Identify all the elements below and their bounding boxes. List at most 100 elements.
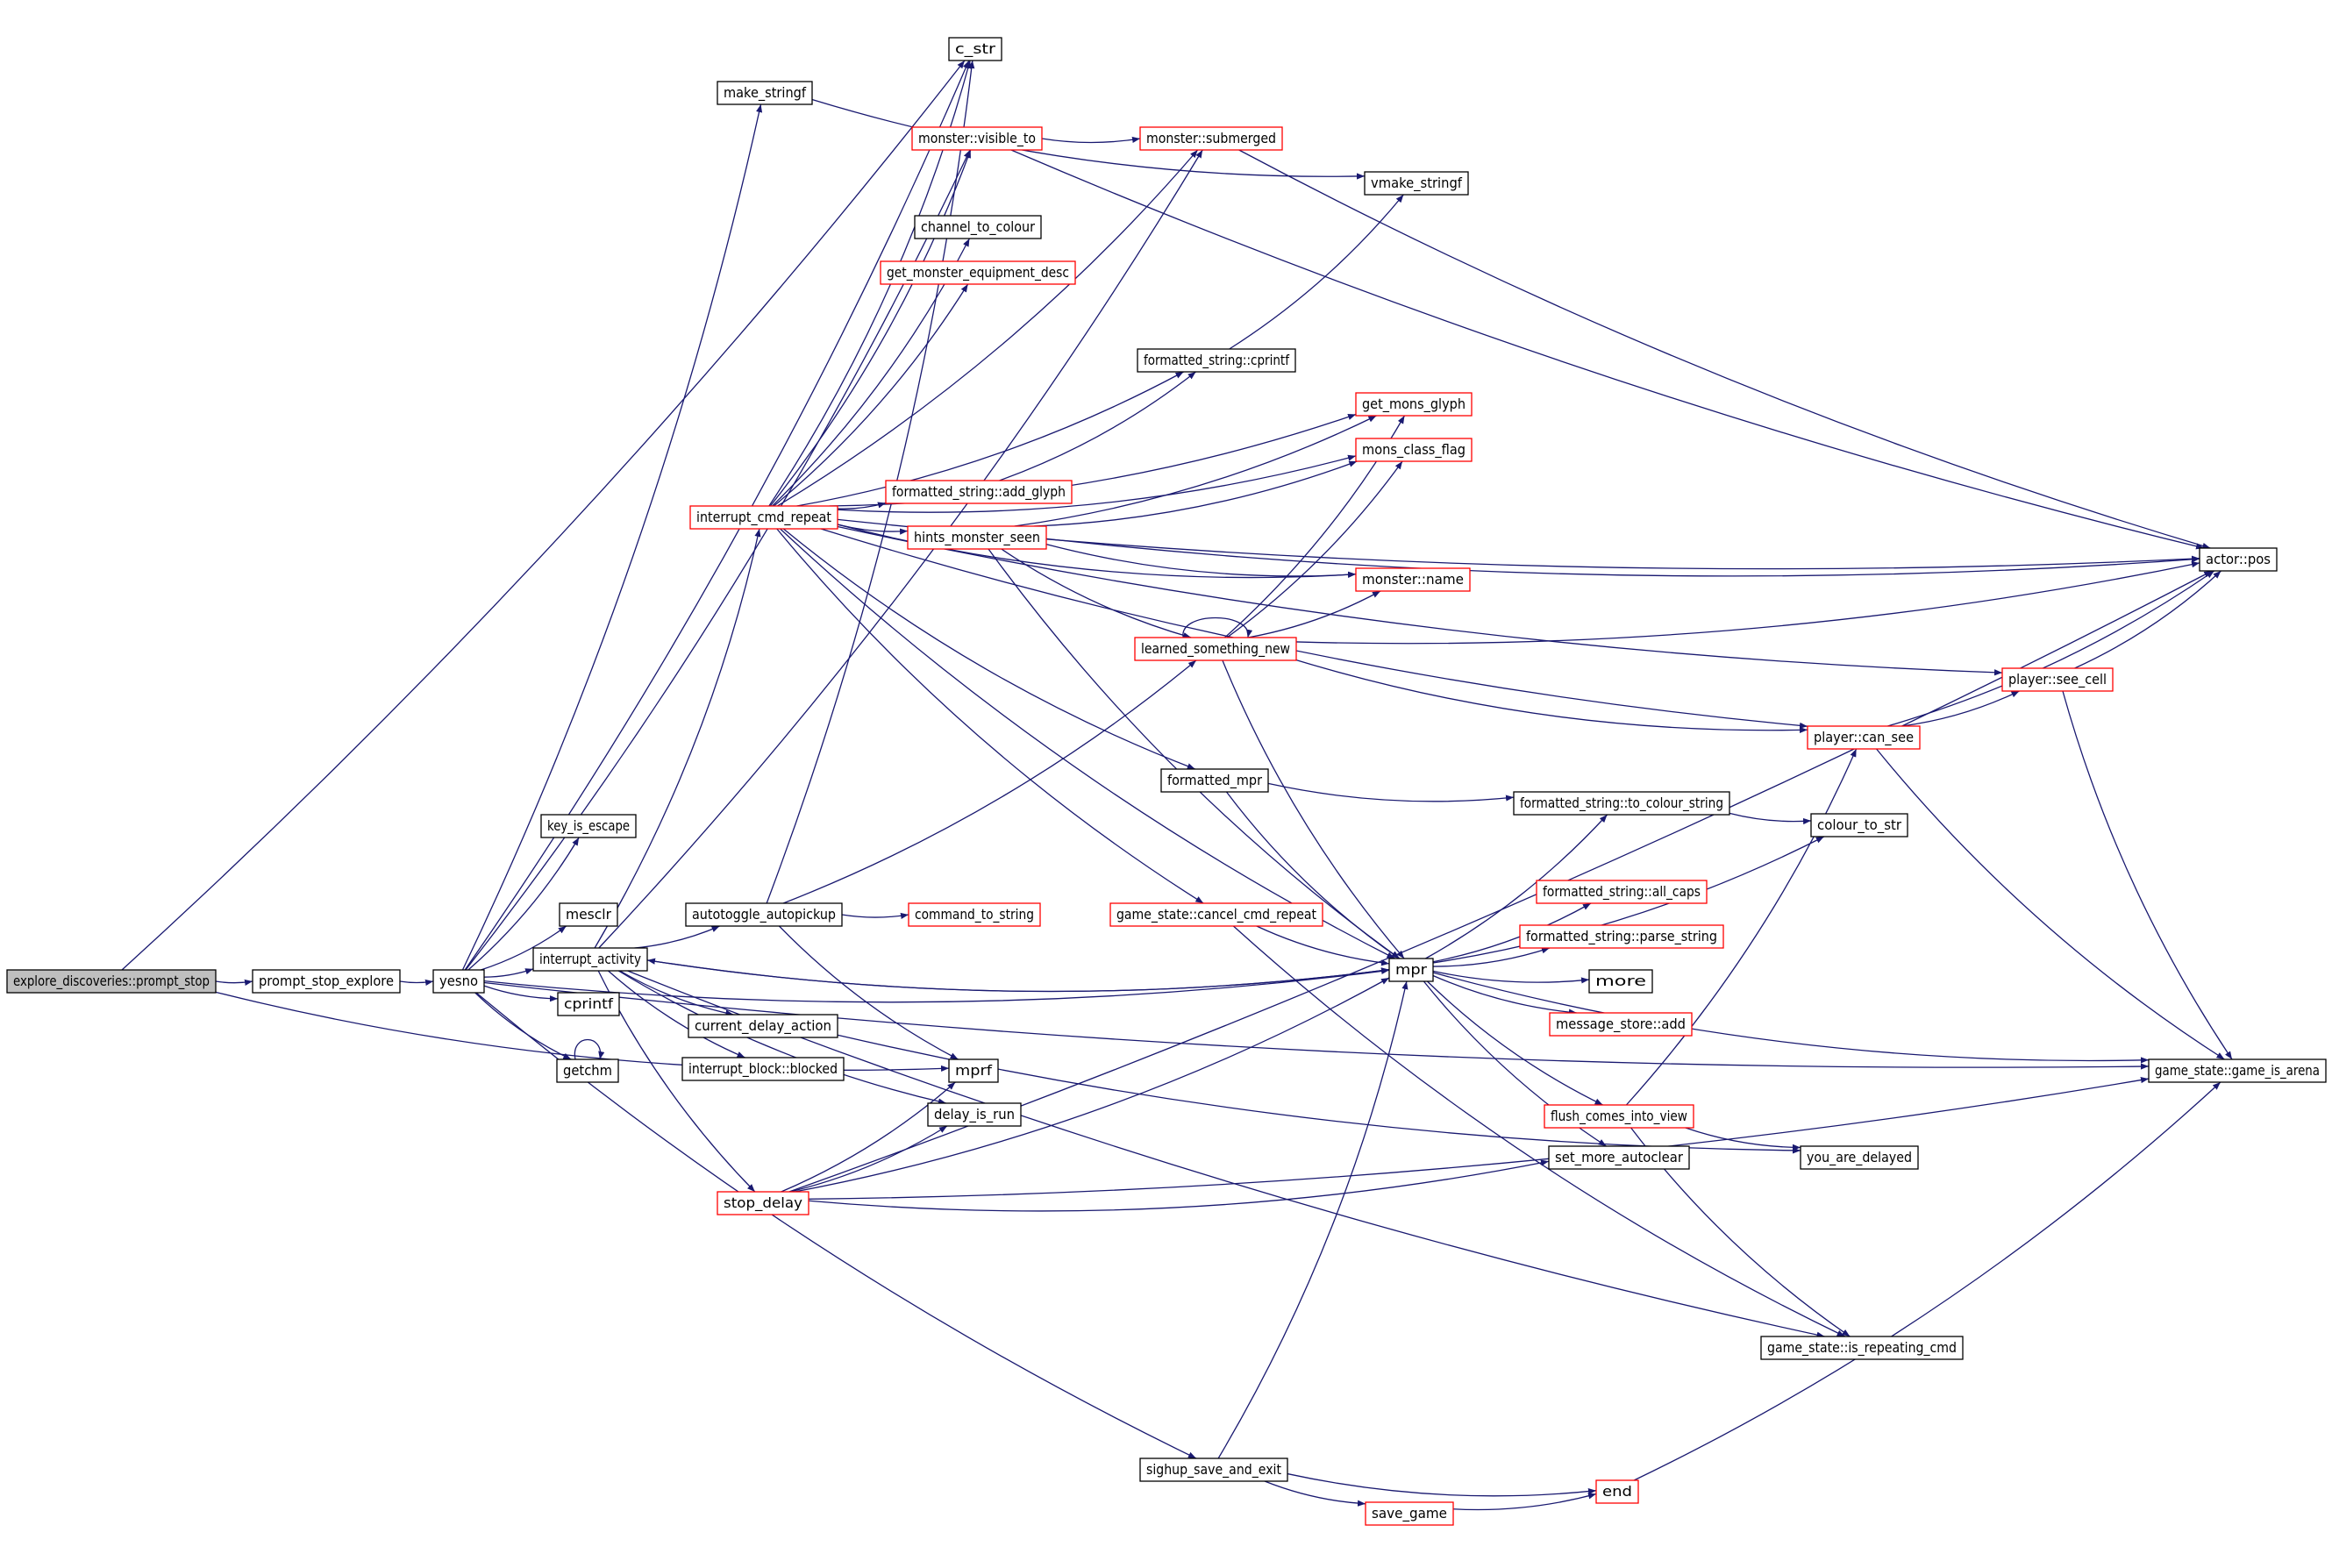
edge-yesno-to-mesclr <box>481 925 567 971</box>
node-mprf[interactable]: mprf <box>948 1058 999 1083</box>
node-label: you_are_delayed <box>1807 1149 1912 1166</box>
node-fs_add_glyph[interactable]: formatted_string::add_glyph <box>885 480 1073 504</box>
node-more[interactable]: more <box>1588 969 1653 994</box>
node-fs_to_colour_string[interactable]: formatted_string::to_colour_string <box>1513 791 1730 816</box>
node-box <box>1355 567 1471 592</box>
edge-mpr-to-flush_comes_into_view <box>1426 980 1603 1106</box>
node-set_more_autoclear[interactable]: set_more_autoclear <box>1548 1145 1690 1170</box>
node-cancel_cmd_repeat[interactable]: game_state::cancel_cmd_repeat <box>1109 902 1323 927</box>
edge-interrupt_activity-to-interrupt_block_blocked <box>608 970 745 1058</box>
node-box <box>2001 667 2114 692</box>
edge-flush_comes_into_view-to-player_can_see <box>1625 748 1858 1106</box>
node-fs_all_caps[interactable]: formatted_string::all_caps <box>1536 880 1708 904</box>
node-is_repeating_cmd[interactable]: game_state::is_repeating_cmd <box>1760 1336 1964 1360</box>
node-submerged[interactable]: monster::submerged <box>1139 126 1283 151</box>
node-command_to_string[interactable]: command_to_string <box>908 902 1041 927</box>
node-label: mprf <box>955 1062 992 1079</box>
edge-stop_delay-to-game_is_arena <box>808 1077 2150 1200</box>
node-box <box>2199 547 2278 572</box>
node-box <box>1139 1458 1288 1482</box>
node-label: interrupt_activity <box>539 951 641 968</box>
node-monster_name[interactable]: monster::name <box>1355 567 1471 592</box>
node-learned_something_new[interactable]: learned_something_new <box>1134 637 1297 661</box>
node-box <box>1365 1501 1454 1526</box>
node-mesclr[interactable]: mesclr <box>559 902 618 927</box>
edge-mpr-to-interrupt_activity <box>646 958 1390 993</box>
edge-prompt_stop-to-prompt_stop_explore <box>215 979 253 986</box>
node-flush_comes_into_view[interactable]: flush_comes_into_view <box>1544 1104 1694 1129</box>
node-box <box>557 992 620 1016</box>
node-colour_to_str[interactable]: colour_to_str <box>1810 813 1908 837</box>
node-box <box>1160 768 1269 793</box>
node-hints_monster_seen[interactable]: hints_monster_seen <box>907 525 1047 550</box>
node-delay_is_run[interactable]: delay_is_run <box>927 1102 1022 1127</box>
node-prompt_stop_explore[interactable]: prompt_stop_explore <box>252 969 401 994</box>
edge-yesno-to-interrupt_activity <box>483 968 534 978</box>
node-label: formatted_string::parse_string <box>1526 928 1717 945</box>
node-interrupt_activity[interactable]: interrupt_activity <box>532 947 648 972</box>
node-end[interactable]: end <box>1595 1479 1639 1504</box>
edge-interrupt_activity-to-current_delay_action <box>619 970 734 1016</box>
edge-yesno-to-getchm <box>474 992 572 1060</box>
node-fs_cprintf[interactable]: formatted_string::cprintf <box>1137 348 1296 373</box>
node-mpr[interactable]: mpr <box>1388 958 1434 982</box>
node-player_see_cell[interactable]: player::see_cell <box>2001 667 2114 692</box>
node-current_delay_action[interactable]: current_delay_action <box>688 1014 838 1038</box>
node-game_is_arena[interactable]: game_state::game_is_arena <box>2148 1058 2327 1083</box>
edge-cancel_cmd_repeat-to-is_repeating_cmd <box>1232 925 1845 1337</box>
node-prompt_stop[interactable]: explore_discoveries::prompt_stop <box>6 969 217 994</box>
node-you_are_delayed[interactable]: you_are_delayed <box>1800 1145 1919 1170</box>
node-label: game_state::cancel_cmd_repeat <box>1116 906 1316 923</box>
edge-interrupt_cmd_repeat-to-player_can_see <box>820 528 1808 729</box>
node-label: interrupt_cmd_repeat <box>696 509 831 526</box>
node-label: learned_something_new <box>1141 640 1290 658</box>
node-label: explore_discoveries::prompt_stop <box>13 973 210 990</box>
edge-player_can_see-to-player_see_cell <box>1901 690 2020 727</box>
node-get_monster_equipment_desc[interactable]: get_monster_equipment_desc <box>880 260 1076 285</box>
node-label: colour_to_str <box>1817 816 1901 834</box>
node-mons_class_flag[interactable]: mons_class_flag <box>1355 438 1473 462</box>
node-formatted_mpr[interactable]: formatted_mpr <box>1160 768 1269 793</box>
edge-interrupt_cmd_repeat-to-submerged <box>777 149 1199 507</box>
node-box <box>1364 171 1469 196</box>
node-box <box>1549 1012 1693 1037</box>
edge-stop_delay-to-delay_is_run <box>789 1125 948 1193</box>
edge-learned_something_new-to-monster_name <box>1247 590 1381 638</box>
node-label: end <box>1602 1483 1632 1500</box>
edge-submerged-to-actor_pos <box>1238 149 2211 549</box>
node-label: autotoggle_autopickup <box>692 906 836 923</box>
edge-hints_monster_seen-to-get_mons_glyph <box>1014 415 1377 527</box>
node-interrupt_cmd_repeat[interactable]: interrupt_cmd_repeat <box>689 505 838 530</box>
edge-fs_add_glyph-to-fs_cprintf <box>999 371 1196 481</box>
node-yesno[interactable]: yesno <box>432 969 485 994</box>
edge-cancel_cmd_repeat-to-mpr <box>1256 925 1390 966</box>
node-stop_delay[interactable]: stop_delay <box>717 1191 809 1215</box>
node-box <box>880 260 1076 285</box>
node-label: flush_comes_into_view <box>1551 1108 1687 1125</box>
node-save_game[interactable]: save_game <box>1365 1501 1454 1526</box>
node-label: mpr <box>1395 961 1427 978</box>
node-cprintf[interactable]: cprintf <box>557 992 620 1016</box>
node-getchm[interactable]: getchm <box>556 1058 619 1083</box>
node-make_stringf[interactable]: make_stringf <box>717 81 813 105</box>
edge-player_see_cell-to-game_is_arena <box>2062 690 2233 1060</box>
node-sighup_save_and_exit[interactable]: sighup_save_and_exit <box>1139 1458 1288 1482</box>
node-box <box>1137 348 1296 373</box>
edge-prompt_stop-to-c_str <box>121 60 966 971</box>
node-autotoggle_autopickup[interactable]: autotoggle_autopickup <box>685 902 843 927</box>
node-box <box>948 1058 999 1083</box>
edge-player_can_see-to-actor_pos <box>1887 570 2215 727</box>
node-box <box>1800 1145 1919 1170</box>
node-key_is_escape[interactable]: key_is_escape <box>540 814 637 838</box>
node-get_mons_glyph[interactable]: get_mons_glyph <box>1355 392 1473 417</box>
node-player_can_see[interactable]: player::can_see <box>1807 725 1921 750</box>
node-actor_pos[interactable]: actor::pos <box>2199 547 2278 572</box>
node-label: formatted_string::cprintf <box>1144 352 1289 369</box>
node-channel_to_colour[interactable]: channel_to_colour <box>914 215 1042 239</box>
node-vmake_stringf[interactable]: vmake_stringf <box>1364 171 1469 196</box>
node-visible_to[interactable]: monster::visible_to <box>911 126 1043 151</box>
node-c_str[interactable]: c_str <box>948 37 1002 61</box>
node-interrupt_block_blocked[interactable]: interrupt_block::blocked <box>681 1057 845 1081</box>
node-fs_parse_string[interactable]: formatted_string::parse_string <box>1519 924 1724 949</box>
node-message_store_add[interactable]: message_store::add <box>1549 1012 1693 1037</box>
